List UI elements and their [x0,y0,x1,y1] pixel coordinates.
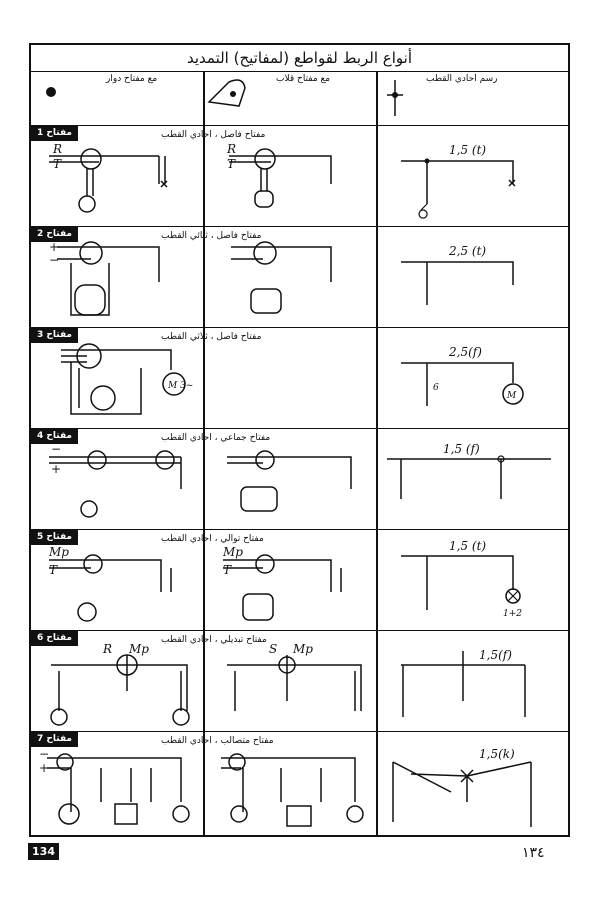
row-caption: مفتاح تبديلي ، احادي القطب [161,635,267,645]
divider-1 [203,72,205,837]
row-tag: مفتاح 5 [31,530,78,545]
svg-text:1+2: 1+2 [503,609,522,619]
svg-text:1,5 (t): 1,5 (t) [449,539,486,553]
rotary-switch-icon [46,87,56,97]
svg-text:T: T [53,157,62,171]
svg-text:2,5 (t): 2,5 (t) [448,244,486,258]
page-number-arabic: ١٣٤ [522,845,545,861]
svg-text:R: R [226,142,236,156]
row-7-drawing: − + 1,5(k) [39,747,532,827]
svg-text:T: T [223,563,232,577]
row-5-drawing: Mp T MpT 1,5 (t) 1+2 [48,539,522,622]
column-header-rotary: مع مفتاح دوار [106,74,158,84]
svg-text:1,5(f): 1,5(f) [479,648,512,662]
header-symbols [46,79,403,116]
svg-text:R: R [102,642,112,656]
svg-text:−: − [39,747,49,761]
row-caption: مفتاح متصالب ، احادي القطب [161,736,274,746]
page-title: أنواع الربط لقواطع (لمفاتيح) التمديد [31,45,568,72]
svg-text:S: S [269,642,277,656]
row-2: مفتاح 2 مفتاح فاصل ، ثنائي القطب + − 2,5… [31,227,568,328]
row-5: مفتاح 5 مفتاح توالي ، احادي القطب Mp T M… [31,530,568,631]
row-caption: مفتاح جماعي ، احادي القطب [161,433,271,443]
row-3: مفتاح 3 مفتاح فاصل ، ثلاثي القطب M 3~ M … [31,328,568,429]
svg-text:+: + [39,761,49,775]
divider-2 [376,72,378,837]
row-caption: مفتاح فاصل ، ثنائي القطب [161,231,262,241]
column-header-single-line: رسم احادي القطب [426,74,498,84]
svg-text:1,5 (t): 1,5 (t) [449,143,486,157]
row-caption: مفتاح فاصل ، احادي القطب [161,130,266,140]
diagram-sheet: أنواع الربط لقواطع (لمفاتيح) التمديد مع … [29,43,570,837]
row-tag: مفتاح 2 [31,227,78,242]
svg-text:Mp: Mp [48,545,69,559]
svg-text:+: + [49,240,59,254]
svg-text:Mp: Mp [128,642,149,656]
svg-text:2,5(f): 2,5(f) [448,345,482,359]
svg-text:Mp: Mp [222,545,243,559]
row-3-drawing: M 3~ M 2,5(f) 6 [61,343,524,415]
column-header-toggle: مع مفتاح قلاب [276,74,331,84]
svg-text:6: 6 [433,383,439,393]
toggle-switch-icon [207,79,246,107]
row-4: مفتاح 4 مفتاح جماعي ، احادي القطب − + 1,… [31,429,568,530]
row-4-drawing: − + 1,5 (f) [49,442,551,518]
page-number-latin: 134 [28,843,59,860]
svg-text:−: − [49,253,59,267]
svg-text:1,5(k): 1,5(k) [479,747,515,761]
row-1-drawing: R T RT 1,5 (t) [49,142,516,219]
svg-text:M: M [506,391,517,401]
row-caption: مفتاح توالي ، احادي القطب [161,534,264,544]
row-2-drawing: + − 2,5 (t) [49,240,514,316]
svg-text:T: T [49,563,58,577]
row-6-drawing: R Mp S Mp 1,5(f) [50,642,526,726]
row-tag: مفتاح 6 [31,631,78,646]
row-6: مفتاح 6 مفتاح تبديلي ، احادي القطب R Mp … [31,631,568,732]
row-tag: مفتاح 4 [31,429,78,444]
row-caption: مفتاح فاصل ، ثلاثي القطب [161,332,262,342]
svg-text:R: R [52,142,62,156]
row-tag: مفتاح 7 [31,732,78,747]
row-tag: مفتاح 3 [31,328,78,343]
svg-text:1,5 (f): 1,5 (f) [443,442,480,456]
svg-text:M 3~: M 3~ [167,381,193,391]
svg-text:+: + [51,462,61,476]
row-tag: مفتاح 1 [31,126,78,141]
row-7: مفتاح 7 مفتاح متصالب ، احادي القطب − + 1… [31,732,568,837]
svg-text:Mp: Mp [292,642,313,656]
svg-text:T: T [227,157,236,171]
column-header-row: مع مفتاح دوار مع مفتاح قلاب رسم احادي ال… [31,72,568,126]
svg-text:−: − [51,442,61,456]
